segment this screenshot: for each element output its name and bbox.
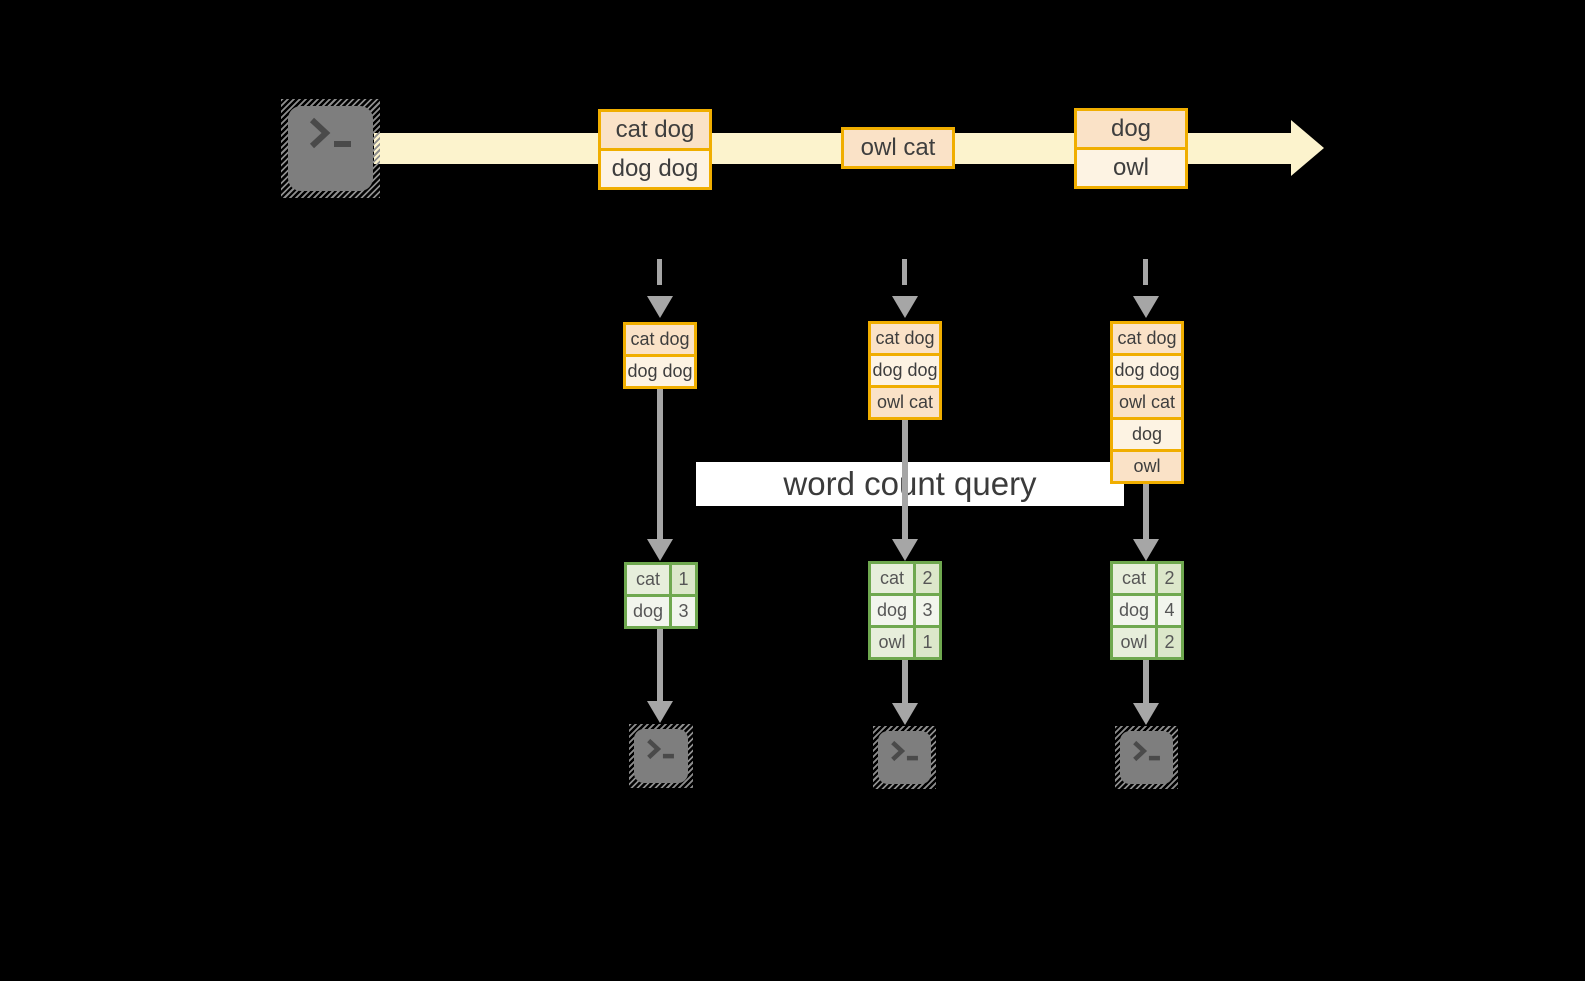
arrow-line xyxy=(1143,659,1149,703)
count-word: cat xyxy=(627,565,672,594)
arrow-line xyxy=(657,628,663,701)
event-line: cat dog xyxy=(601,112,709,148)
arrow-head-icon xyxy=(647,539,673,561)
count-value: 1 xyxy=(916,628,939,657)
event-line: dog xyxy=(1077,111,1185,147)
arrow-head-icon xyxy=(892,703,918,725)
terminal-window xyxy=(1120,731,1173,784)
arrow-head-icon xyxy=(1133,703,1159,725)
arrow-head-icon xyxy=(892,539,918,561)
event-buffer-3: cat dog dog dog owl cat dog owl xyxy=(1110,321,1184,484)
count-row: owl 2 xyxy=(1113,625,1181,657)
count-word: owl xyxy=(1113,628,1158,657)
count-row: dog 3 xyxy=(871,593,939,625)
buffer-line: owl cat xyxy=(1113,385,1181,417)
arrow-head-icon xyxy=(647,296,673,318)
count-value: 2 xyxy=(1158,628,1181,657)
terminal-prompt-icon xyxy=(309,117,351,149)
stream-event-2: owl cat xyxy=(841,127,955,169)
buffer-line: dog xyxy=(1113,417,1181,449)
count-value: 3 xyxy=(916,596,939,625)
terminal-window xyxy=(634,729,688,783)
sink-terminal-icon-2 xyxy=(873,726,936,789)
buffer-line: cat dog xyxy=(871,324,939,353)
sink-terminal-icon-1 xyxy=(629,724,693,788)
arrow-head-icon xyxy=(647,701,673,723)
query-banner-label: word count query xyxy=(783,465,1037,502)
count-row: cat 2 xyxy=(1113,564,1181,593)
buffer-line: dog dog xyxy=(871,353,939,385)
buffer-line: dog dog xyxy=(1113,353,1181,385)
count-value: 2 xyxy=(916,564,939,593)
count-word: dog xyxy=(1113,596,1158,625)
query-banner: word count query xyxy=(696,462,1124,506)
count-word: cat xyxy=(871,564,916,593)
buffer-line: dog dog xyxy=(626,354,694,386)
arrow-line xyxy=(902,418,908,539)
stream-arrow-head-icon xyxy=(1291,120,1324,176)
count-word: cat xyxy=(1113,564,1158,593)
arrow-line xyxy=(1143,482,1149,539)
buffer-line: cat dog xyxy=(626,325,694,354)
dashed-arrow-line xyxy=(657,259,662,296)
count-value: 3 xyxy=(672,597,695,626)
count-table-1: cat 1 dog 3 xyxy=(624,562,698,629)
arrow-line xyxy=(657,388,663,539)
event-line: owl xyxy=(1077,147,1185,186)
count-value: 4 xyxy=(1158,596,1181,625)
source-terminal-icon xyxy=(281,99,380,198)
event-buffer-2: cat dog dog dog owl cat xyxy=(868,321,942,420)
arrow-head-icon xyxy=(1133,296,1159,318)
count-row: owl 1 xyxy=(871,625,939,657)
terminal-prompt-icon xyxy=(890,740,918,762)
terminal-window xyxy=(878,731,931,784)
terminal-prompt-icon xyxy=(647,738,674,760)
count-table-2: cat 2 dog 3 owl 1 xyxy=(868,561,942,660)
count-word: dog xyxy=(871,596,916,625)
terminal-prompt-icon xyxy=(1132,740,1160,762)
arrow-head-icon xyxy=(892,296,918,318)
count-row: dog 3 xyxy=(627,594,695,626)
count-value: 1 xyxy=(672,565,695,594)
dashed-arrow-line xyxy=(902,259,907,296)
buffer-line: owl xyxy=(1113,449,1181,481)
event-line: dog dog xyxy=(601,148,709,187)
count-word: dog xyxy=(627,597,672,626)
terminal-window xyxy=(288,106,373,191)
event-line: owl cat xyxy=(844,130,952,166)
dashed-arrow-line xyxy=(1143,259,1148,296)
count-word: owl xyxy=(871,628,916,657)
stream-event-1: cat dog dog dog xyxy=(598,109,712,190)
event-buffer-1: cat dog dog dog xyxy=(623,322,697,389)
sink-terminal-icon-3 xyxy=(1115,726,1178,789)
count-row: cat 1 xyxy=(627,565,695,594)
count-row: dog 4 xyxy=(1113,593,1181,625)
arrow-line xyxy=(902,659,908,703)
stream-event-3: dog owl xyxy=(1074,108,1188,189)
arrow-head-icon xyxy=(1133,539,1159,561)
buffer-line: cat dog xyxy=(1113,324,1181,353)
count-row: cat 2 xyxy=(871,564,939,593)
count-table-3: cat 2 dog 4 owl 2 xyxy=(1110,561,1184,660)
buffer-line: owl cat xyxy=(871,385,939,417)
count-value: 2 xyxy=(1158,564,1181,593)
